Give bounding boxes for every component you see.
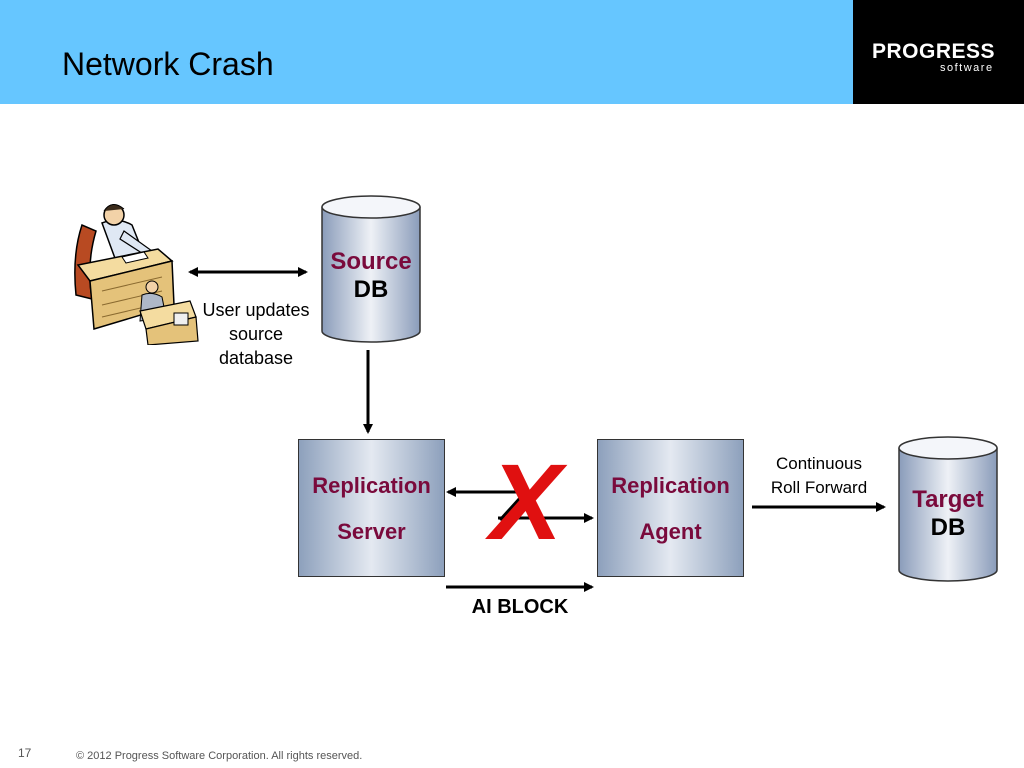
logo-sub-text: software bbox=[940, 62, 994, 74]
crash-x-mark: X bbox=[490, 441, 563, 562]
logo-main-text: PROGRESS bbox=[872, 40, 996, 63]
target-db-cylinder bbox=[898, 436, 998, 582]
replication-agent-line1: Replication bbox=[611, 473, 730, 498]
roll-forward-line2: Roll Forward bbox=[770, 478, 868, 497]
break-stroke bbox=[498, 496, 522, 522]
source-db-line2: DB bbox=[353, 276, 389, 303]
source-db-label: Source DB bbox=[315, 248, 427, 304]
target-db-line2: DB bbox=[930, 514, 966, 541]
replication-agent-box: Replication Agent bbox=[597, 439, 744, 577]
user-updates-label: User updates source database bbox=[186, 298, 326, 370]
target-db-line1: Target bbox=[912, 486, 984, 513]
header-bar bbox=[0, 0, 853, 104]
roll-forward-line1: Continuous bbox=[775, 454, 862, 473]
office-worker-icon bbox=[74, 204, 199, 345]
user-updates-line1: User updates bbox=[202, 300, 310, 320]
page-number: 17 bbox=[18, 746, 32, 760]
user-updates-line3: database bbox=[218, 348, 294, 368]
copyright-text: © 2012 Progress Software Corporation. Al… bbox=[76, 750, 363, 762]
logo-panel bbox=[853, 0, 1024, 104]
slide-title: Network Crash bbox=[62, 46, 274, 82]
source-db-line1: Source bbox=[330, 248, 412, 275]
replication-server-line1: Replication bbox=[312, 473, 431, 498]
roll-forward-label: Continuous Roll Forward bbox=[752, 452, 886, 500]
replication-server-box: Replication Server bbox=[298, 439, 445, 577]
replication-agent-line2: Agent bbox=[639, 519, 702, 544]
user-updates-line2: source bbox=[228, 324, 284, 344]
replication-server-line2: Server bbox=[337, 519, 406, 544]
target-db-label: Target DB bbox=[892, 486, 1004, 542]
ai-block-label: AI BLOCK bbox=[471, 596, 569, 618]
source-db-cylinder bbox=[321, 195, 421, 343]
